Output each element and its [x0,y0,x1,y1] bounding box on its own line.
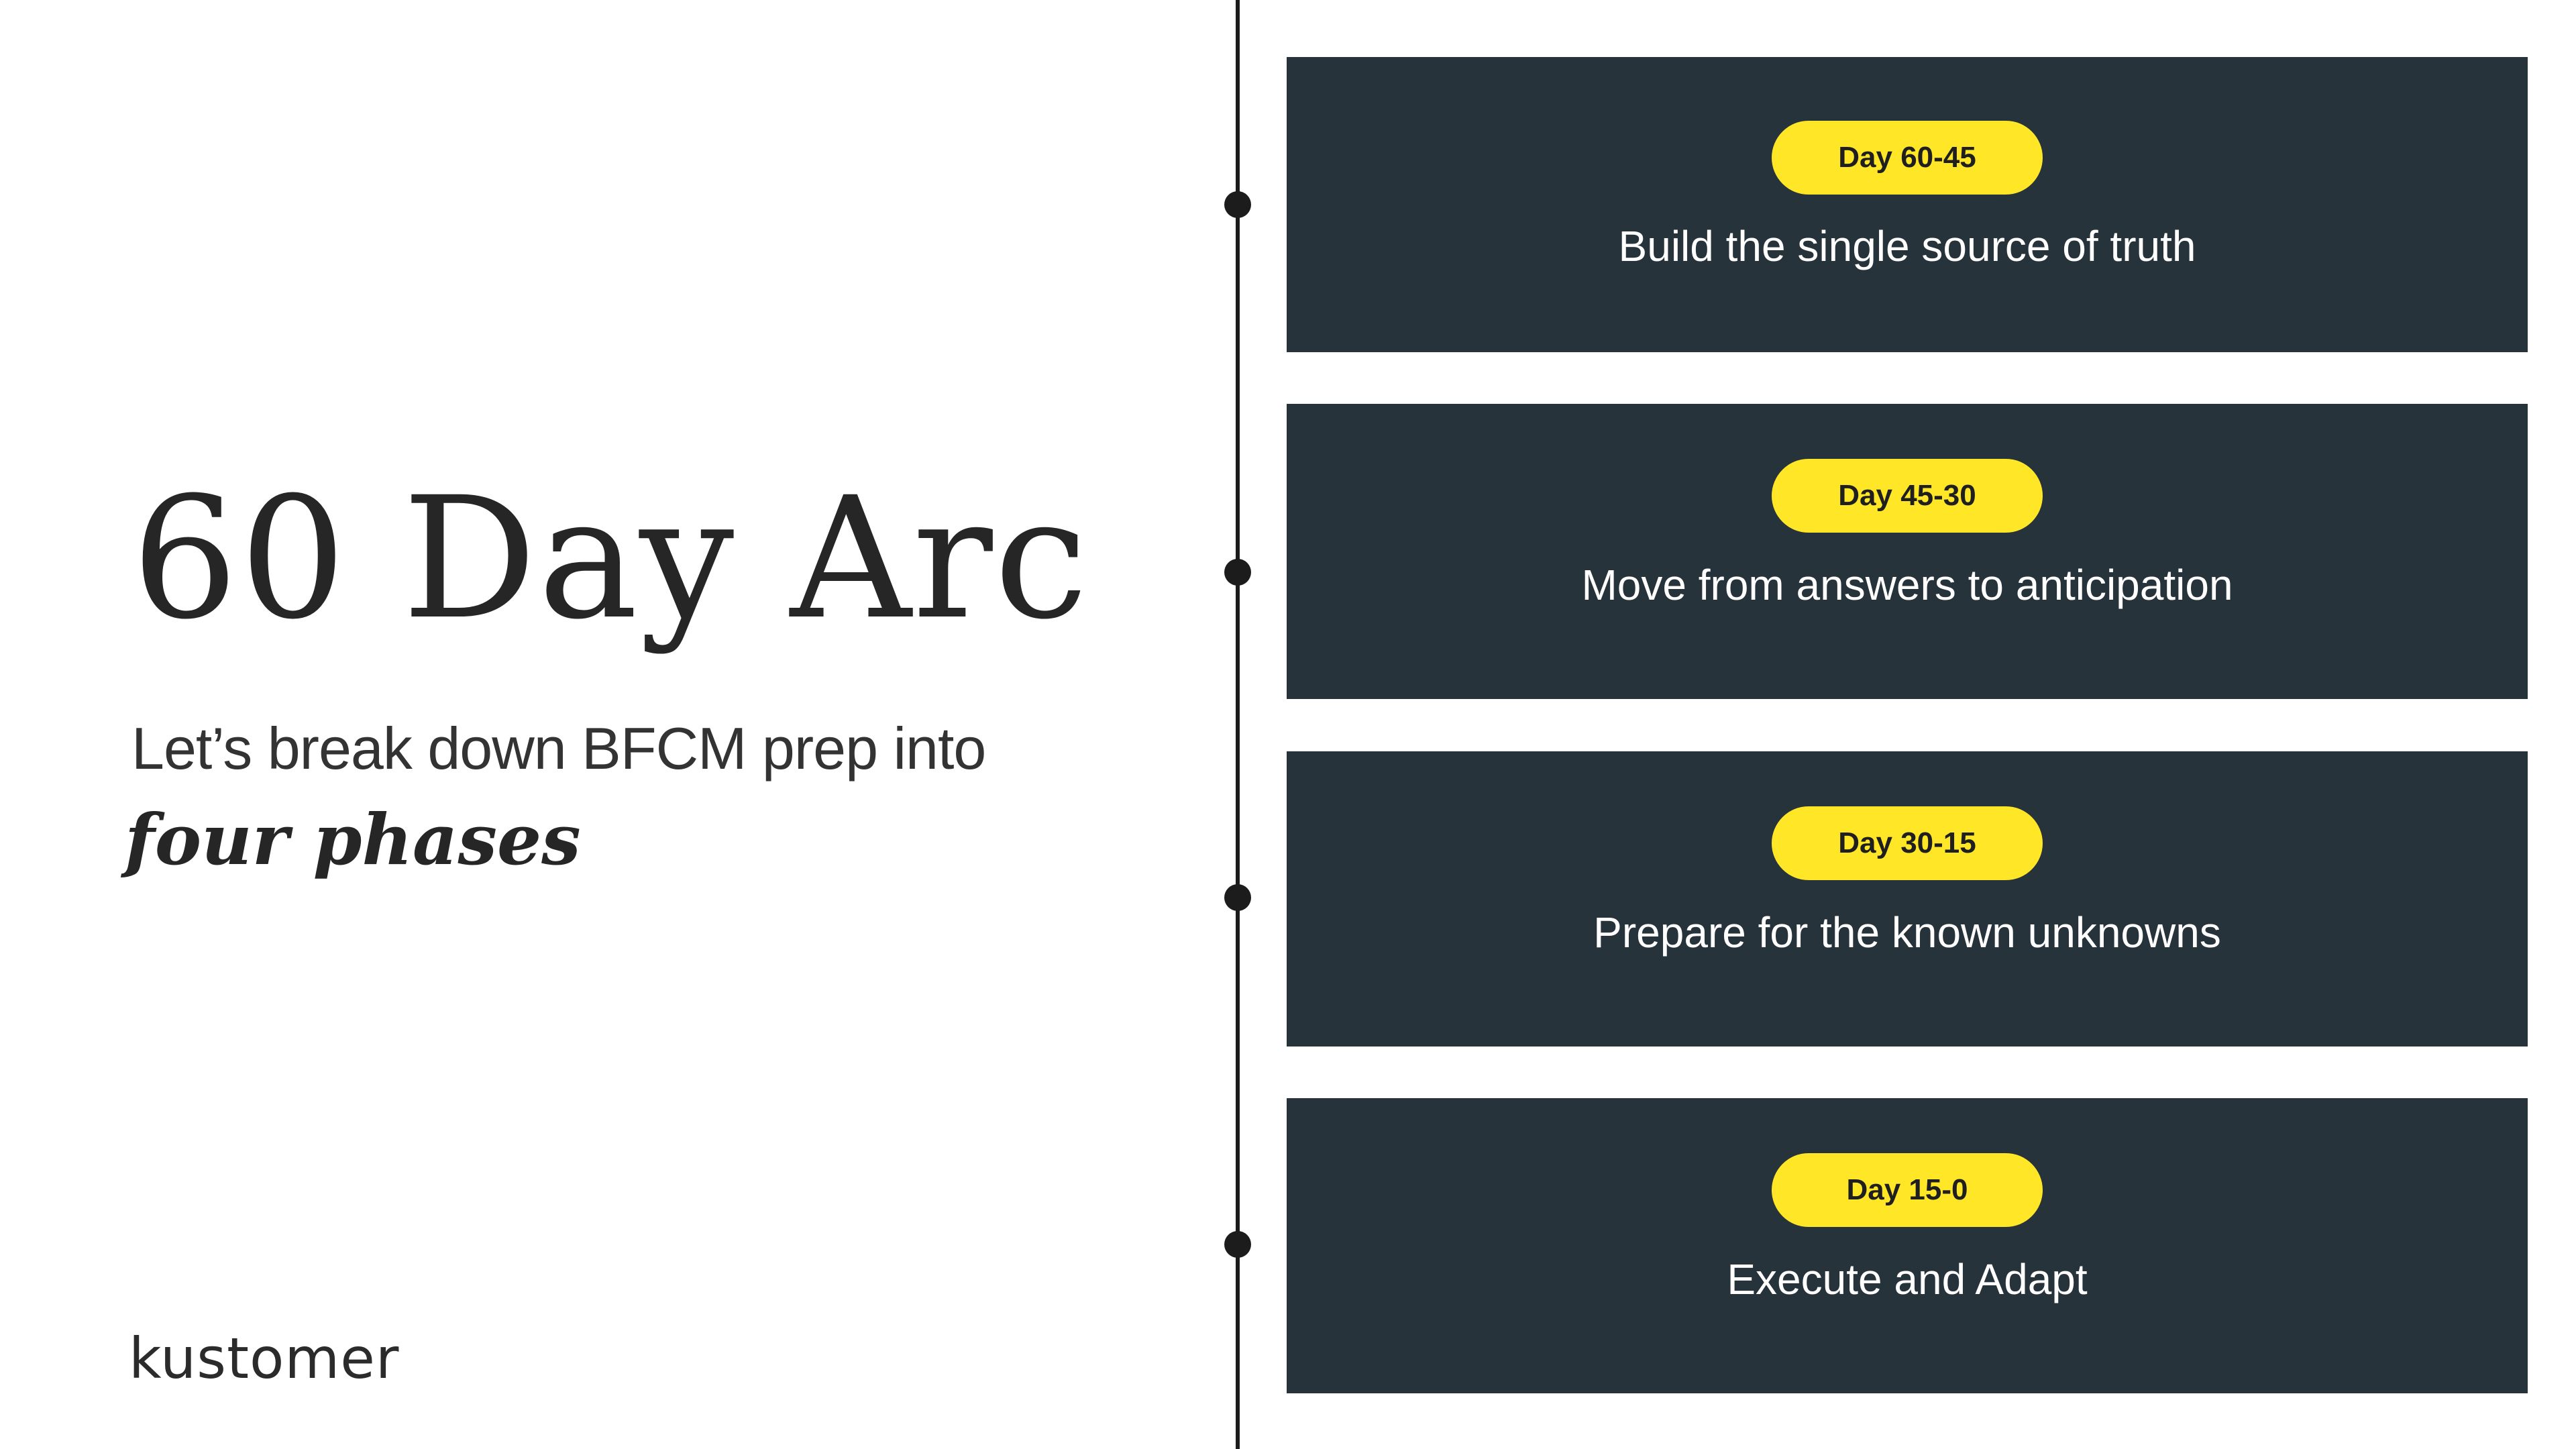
phase-card-1: Day 60-45 Build the single source of tru… [1287,57,2528,352]
timeline-dot-4 [1224,1231,1251,1258]
phase-description: Move from answers to anticipation [1581,561,2233,609]
phase-badge: Day 45-30 [1772,459,2043,533]
subtitle-emphasis: four phases [125,798,581,881]
subtitle: Let’s break down BFCM prep into [131,715,986,782]
phase-badge: Day 15-0 [1772,1153,2043,1227]
phase-description: Build the single source of truth [1618,222,2196,270]
phase-card-4: Day 15-0 Execute and Adapt [1287,1098,2528,1393]
phase-card-3: Day 30-15 Prepare for the known unknowns [1287,751,2528,1046]
kustomer-logo: kustomer [129,1326,400,1391]
timeline-dot-1 [1224,191,1251,218]
phase-badge: Day 30-15 [1772,806,2043,880]
timeline-dot-3 [1224,884,1251,911]
timeline-dot-2 [1224,559,1251,586]
phase-badge: Day 60-45 [1772,121,2043,195]
timeline-line [1236,0,1240,1449]
phase-card-2: Day 45-30 Move from answers to anticipat… [1287,404,2528,699]
phase-description: Prepare for the known unknowns [1593,908,2221,957]
page-title: 60 Day Arc [131,461,1089,656]
phase-description: Execute and Adapt [1727,1255,2088,1303]
